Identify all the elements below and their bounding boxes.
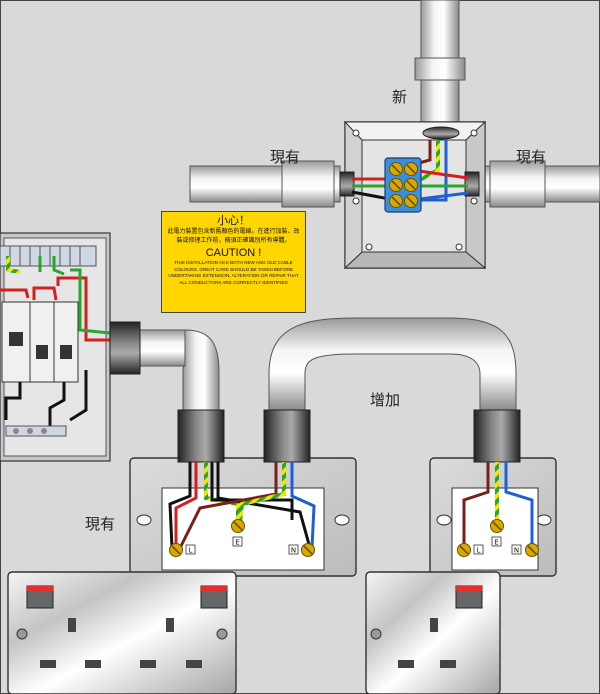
- consumer-unit: [0, 232, 121, 462]
- terminal-letter-left-box-1: E: [235, 538, 239, 546]
- terminal-tag-box: [185, 544, 196, 555]
- caution-body-zh: 此電力裝置包含新舊顏色的電線。在進行加裝、改裝或修理工作前，務須正確識別所有導體…: [167, 228, 300, 244]
- junction-box: [339, 120, 487, 270]
- terminal-letter-left-box-2: N: [291, 546, 296, 554]
- cu-gland: [109, 321, 141, 375]
- terminal-tag-box: [511, 544, 522, 555]
- right-accessory-box: [429, 409, 557, 577]
- caution-body-en: THIS INSTALLATION HAS BOTH NEW AND OLD C…: [168, 260, 299, 285]
- label-existing-bottom: 現有: [85, 515, 116, 533]
- label-existing-left: 現有: [270, 148, 301, 166]
- label-extension: 增加: [370, 391, 401, 409]
- terminal-letter-right-box-0: L: [477, 546, 481, 554]
- socket-outlet-right: [365, 571, 501, 694]
- conduit-runs: [134, 0, 600, 411]
- terminal-tag-box: [232, 536, 243, 547]
- caution-title-en: CAUTION !: [205, 247, 262, 259]
- terminal-labels: L E N L E N: [185, 536, 522, 555]
- label-new: 新: [392, 88, 408, 106]
- terminal-tag-box: [288, 544, 299, 555]
- terminal-tag-box: [491, 536, 502, 547]
- caution-title-zh: 小心！: [217, 214, 250, 227]
- label-existing-right: 現有: [516, 148, 547, 166]
- left-accessory-box: [129, 409, 357, 577]
- socket-outlet-left: [7, 571, 237, 694]
- caution-label: 小心！ 此電力裝置包含新舊顏色的電線。在進行加裝、改裝或修理工作前，務須正確識別…: [161, 211, 306, 313]
- terminal-letter-right-box-2: N: [514, 546, 519, 554]
- terminal-letter-left-box-0: L: [189, 546, 193, 554]
- terminal-tag-box: [473, 544, 484, 555]
- terminal-letter-right-box-1: E: [494, 538, 498, 546]
